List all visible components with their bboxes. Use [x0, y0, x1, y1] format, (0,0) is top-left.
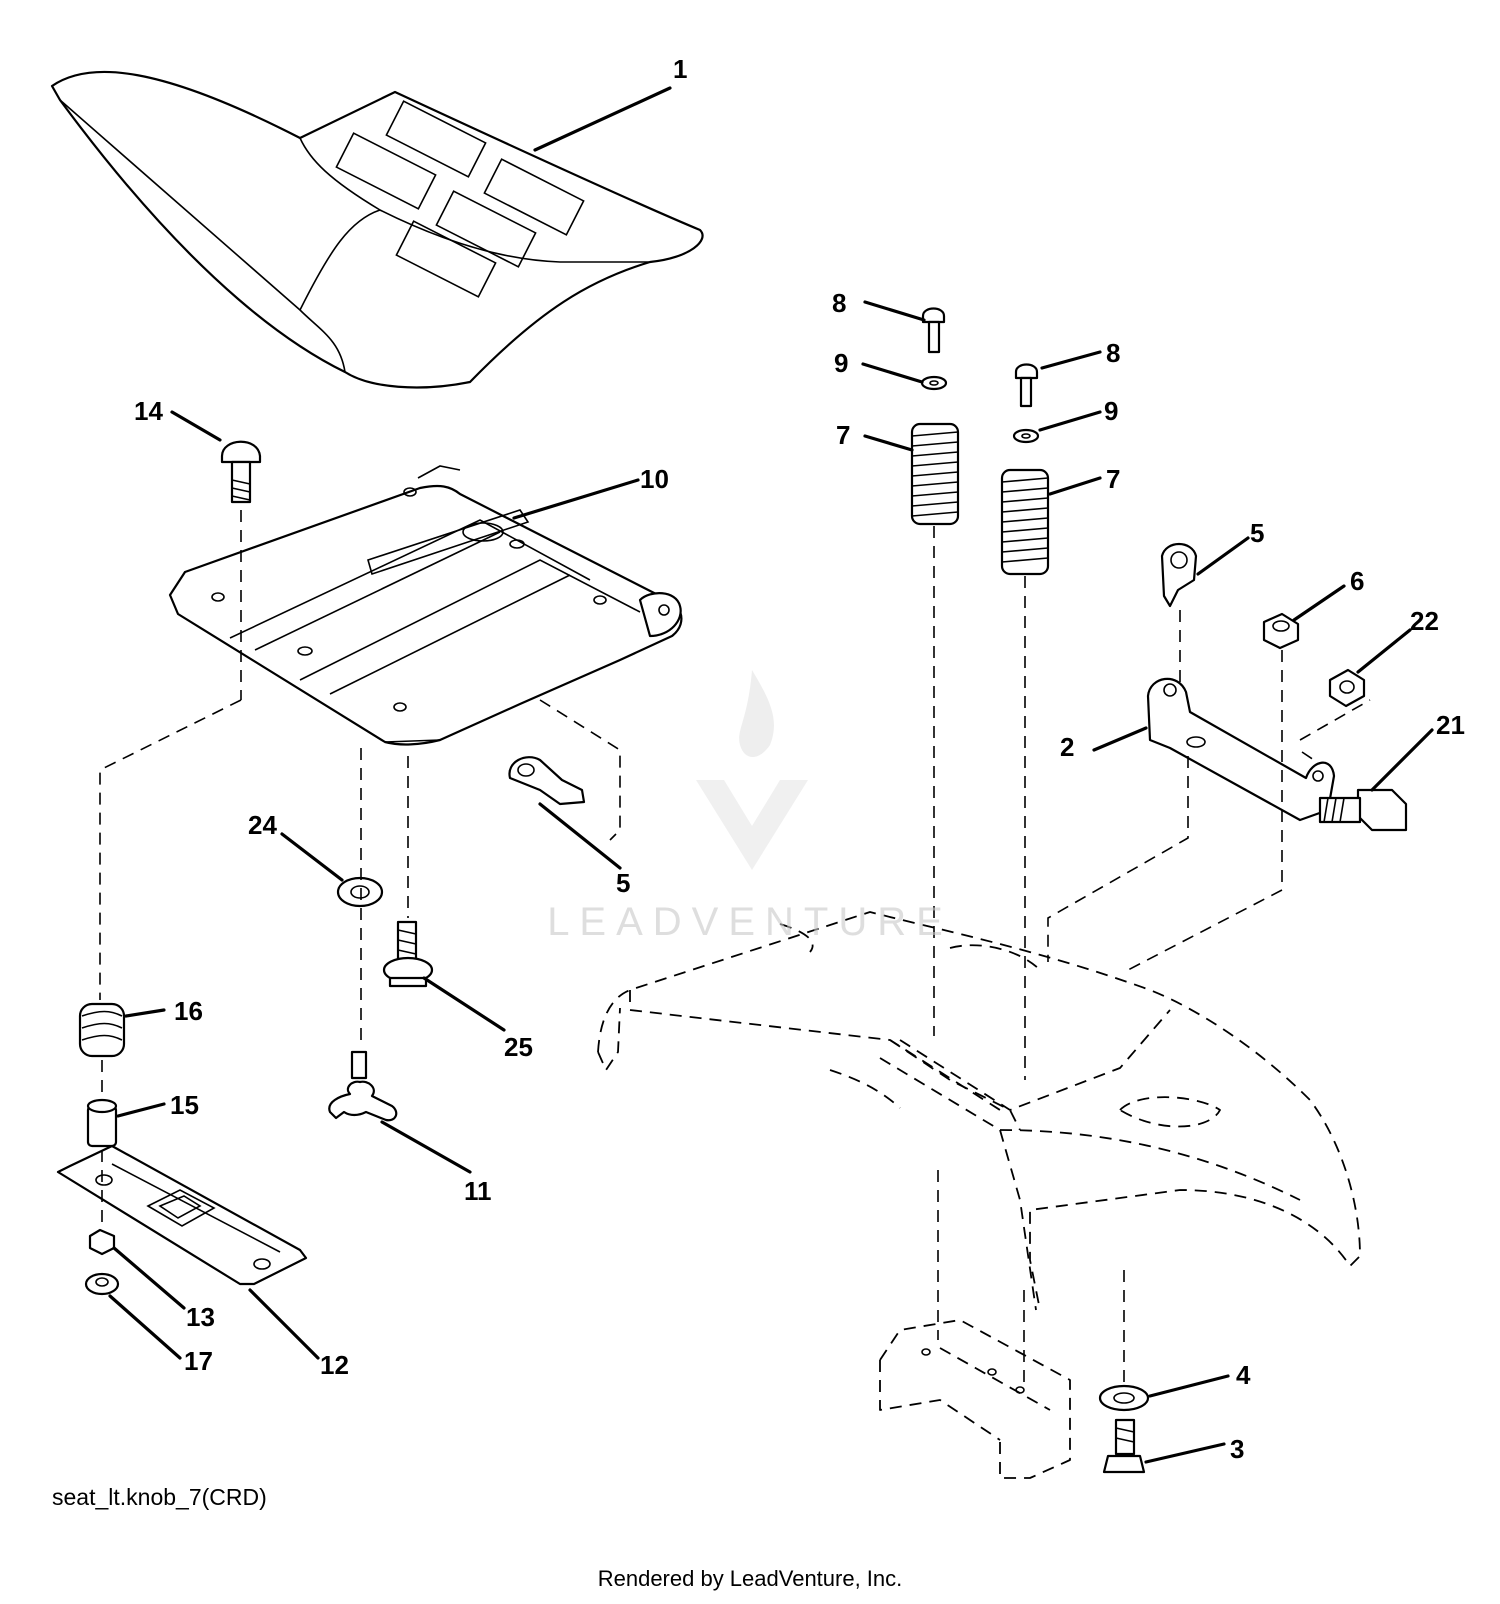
- callout-label: 5: [1250, 518, 1264, 548]
- callout-label: 17: [184, 1346, 213, 1376]
- callout-label: 9: [834, 348, 848, 378]
- watermark-text: LEADVENTURE: [547, 900, 953, 944]
- clip-part-upper: [1160, 542, 1198, 608]
- footer-credit: Rendered by LeadVenture, Inc.: [597, 1566, 903, 1591]
- alignment-lines: [99, 510, 1371, 1390]
- nut-part-17: [84, 1272, 120, 1296]
- nut-part-13: [88, 1228, 116, 1256]
- callout-label: 22: [1410, 606, 1439, 636]
- callout-label: 24: [248, 810, 277, 840]
- callout-label: 12: [320, 1350, 349, 1380]
- carriage-bolt-part: [220, 440, 262, 504]
- callout-label: 25: [504, 1032, 533, 1062]
- nut-part-6: [1262, 612, 1300, 650]
- tractor-frame-reference: [597, 911, 1361, 1479]
- callout-label: 7: [836, 420, 850, 450]
- mounting-plate-part: [56, 1144, 308, 1286]
- bolt-part-3: [1102, 1418, 1146, 1474]
- seat-part: [50, 70, 704, 389]
- callout-label: 14: [134, 396, 163, 426]
- callout-label: 5: [616, 868, 630, 898]
- nut-part-22: [1328, 668, 1366, 708]
- seat-pan-part: [168, 465, 683, 746]
- hex-bolt-part: [1318, 788, 1408, 832]
- knob-part: [328, 1050, 398, 1122]
- callout-label: 16: [174, 996, 203, 1026]
- callout-label: 10: [640, 464, 669, 494]
- callout-label: 8: [1106, 338, 1120, 368]
- washer-part-4: [1098, 1384, 1150, 1412]
- callout-label: 15: [170, 1090, 199, 1120]
- callout-label: 8: [832, 288, 846, 318]
- callout-label: 21: [1436, 710, 1465, 740]
- callout-leaders: [108, 86, 1434, 1464]
- shoulder-bolt-part: [382, 920, 434, 988]
- callout-labels: 1 8 9 8 9 7 7 14 10 5 6 22 2 21 24 5 16 …: [134, 54, 1465, 1464]
- callout-label: 4: [1236, 1360, 1251, 1390]
- callout-label: 6: [1350, 566, 1364, 596]
- spring-stack-right: [1000, 363, 1050, 576]
- callout-label: 13: [186, 1302, 215, 1332]
- spring-stack-left: [910, 307, 960, 526]
- callout-label: 11: [464, 1176, 492, 1206]
- callout-label: 9: [1104, 396, 1118, 426]
- watermark-logo: [696, 670, 808, 870]
- clip-part-lower: [508, 756, 586, 806]
- callout-label: 3: [1230, 1434, 1244, 1464]
- callout-label: 1: [673, 54, 687, 84]
- washer-part-24: [336, 876, 384, 908]
- small-spring-part: [78, 1002, 126, 1058]
- callout-label: 7: [1106, 464, 1120, 494]
- bracket-part: [1146, 677, 1336, 822]
- callout-label: 2: [1060, 732, 1074, 762]
- spacer-part: [86, 1098, 118, 1148]
- file-label: seat_lt.knob_7(CRD): [52, 1484, 267, 1510]
